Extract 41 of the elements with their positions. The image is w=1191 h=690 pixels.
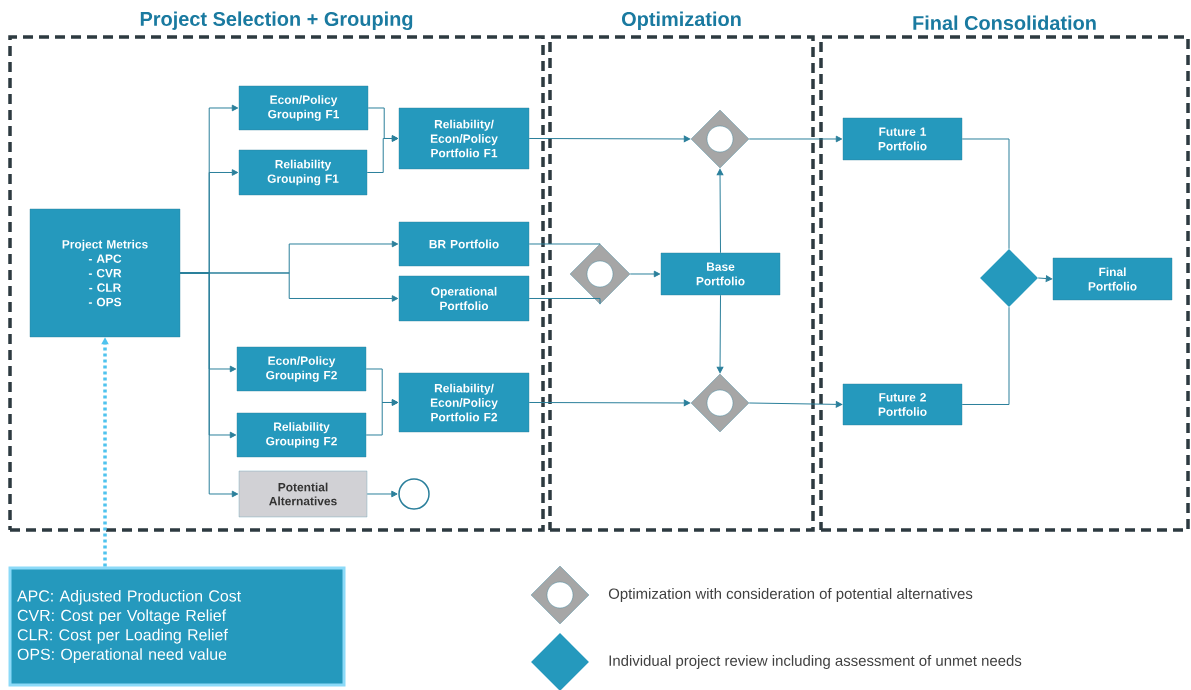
- process-box: Reliability Grouping F2: [236, 412, 367, 458]
- connector-line: [961, 138, 1010, 250]
- arrow: [528, 135, 691, 143]
- arrow: [366, 490, 398, 498]
- arrow: [716, 168, 724, 254]
- process-box: Potential Alternatives: [238, 470, 368, 518]
- node-label: Final Consolidation: [913, 15, 1096, 31]
- process-box: Future 2 Portfolio: [842, 383, 963, 426]
- arrow: [748, 401, 843, 408]
- process-box: Reliability/ Econ/Policy Portfolio F1: [398, 107, 530, 170]
- arrow: [528, 399, 691, 407]
- arrow: [179, 272, 239, 498]
- node-label: Optimization: [621, 11, 741, 31]
- legend-text: Optimization with consideration of potential alternatives: [608, 588, 973, 602]
- node-label: Project Selection + Grouping: [140, 11, 413, 31]
- optimization-diamond: [569, 243, 631, 305]
- process-box: Reliability Grouping F1: [238, 149, 368, 196]
- process-box: Econ/Policy Grouping F1: [238, 85, 369, 131]
- process-box: BR Portfolio: [398, 221, 530, 267]
- review-diamond: [980, 249, 1038, 307]
- process-box: Future 1 Portfolio: [842, 117, 963, 161]
- process-box: Final Portfolio: [1052, 257, 1173, 301]
- connector-line: [961, 306, 1010, 405]
- definition-box: APC: Adjusted Production Cost CVR: Cost per Voltage Relief CLR: Cost per Loading Relief OPS: Operational need value: [8, 566, 346, 687]
- connector-line: [528, 298, 601, 305]
- arrow: [716, 294, 724, 374]
- process-box: Reliability/ Econ/Policy Portfolio F2: [398, 372, 530, 433]
- optimization-diamond: [690, 109, 750, 169]
- legend-text: Individual project review including assessment of unmet needs: [609, 655, 1022, 669]
- process-box: Project Metrics - APC - CVR - CLR - OPS: [29, 208, 181, 338]
- arrow: [629, 270, 661, 278]
- arrow: [365, 399, 399, 436]
- arrow: [748, 135, 843, 143]
- end-circle: [398, 478, 430, 510]
- process-box: Econ/Policy Grouping F2: [236, 346, 367, 392]
- connector-line: [528, 243, 601, 245]
- arrow: [366, 135, 399, 173]
- process-box: Base Portfolio: [660, 252, 781, 296]
- process-box: Operational Portfolio: [398, 275, 530, 322]
- arrow: [1037, 275, 1053, 282]
- optimization-diamond: [690, 373, 750, 433]
